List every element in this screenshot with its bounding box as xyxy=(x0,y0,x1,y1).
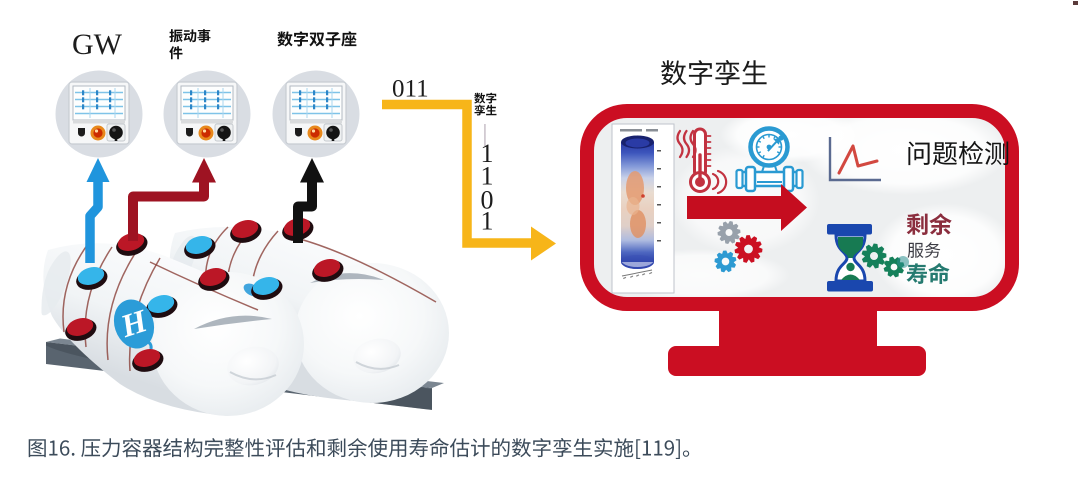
svg-text:1: 1 xyxy=(481,139,494,168)
svg-text:1: 1 xyxy=(481,162,494,191)
svg-text:011: 011 xyxy=(392,76,429,103)
svg-text:GW: GW xyxy=(72,28,123,61)
svg-text:0: 0 xyxy=(481,186,494,215)
svg-text:1: 1 xyxy=(481,207,494,236)
